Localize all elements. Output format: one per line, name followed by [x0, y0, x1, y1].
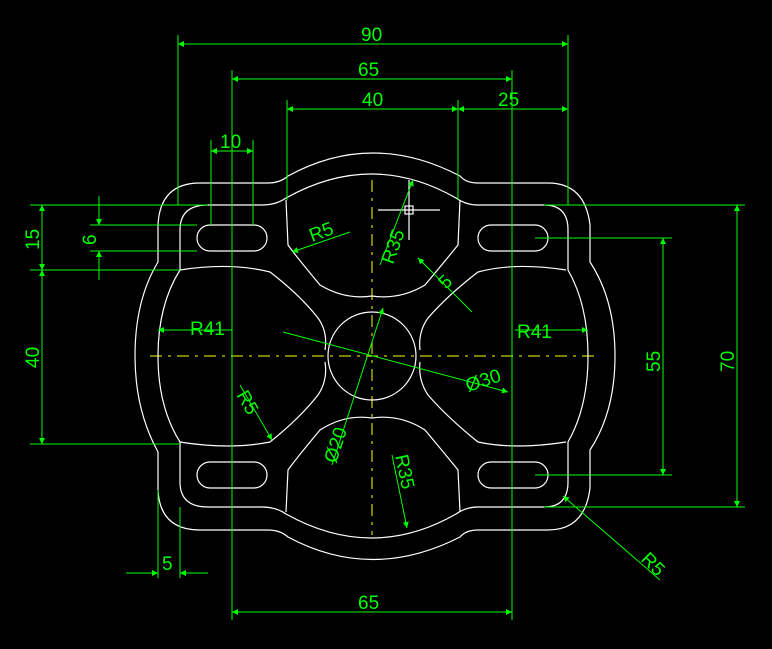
dim-small-5: 5 [435, 271, 457, 293]
dim-left-6: 6 [80, 234, 101, 245]
dim-slot-10: 10 [220, 132, 241, 153]
dim-r5-corner: R5 [636, 549, 668, 581]
centerlines [150, 180, 595, 535]
dim-dia-20: Ø20 [321, 425, 352, 466]
dim-dia-30: Ø30 [463, 366, 504, 397]
dim-r41-right: R41 [517, 322, 552, 343]
dim-right-55: 55 [644, 351, 665, 372]
dim-bottom-65: 65 [358, 593, 379, 614]
dim-r5-top: R5 [307, 219, 337, 247]
dimension-lines [30, 35, 745, 620]
dim-left-15: 15 [23, 229, 44, 250]
dim-r5-left: R5 [232, 387, 262, 419]
center-hole [327, 311, 417, 401]
dim-r35-top: R35 [378, 227, 410, 267]
dim-top-90: 90 [361, 25, 382, 46]
dim-left-40: 40 [23, 347, 44, 368]
dim-bottom-5: 5 [162, 554, 173, 575]
dim-r41-left: R41 [190, 319, 225, 340]
dimension-labels: 90 65 40 25 10 15 6 40 55 70 65 5 R5 R35… [23, 25, 739, 614]
dim-top-25: 25 [498, 90, 519, 111]
dim-right-70: 70 [718, 351, 739, 372]
dim-r35-bottom: R35 [390, 453, 418, 491]
dim-top-40: 40 [362, 90, 383, 111]
dim-top-65: 65 [358, 60, 379, 81]
